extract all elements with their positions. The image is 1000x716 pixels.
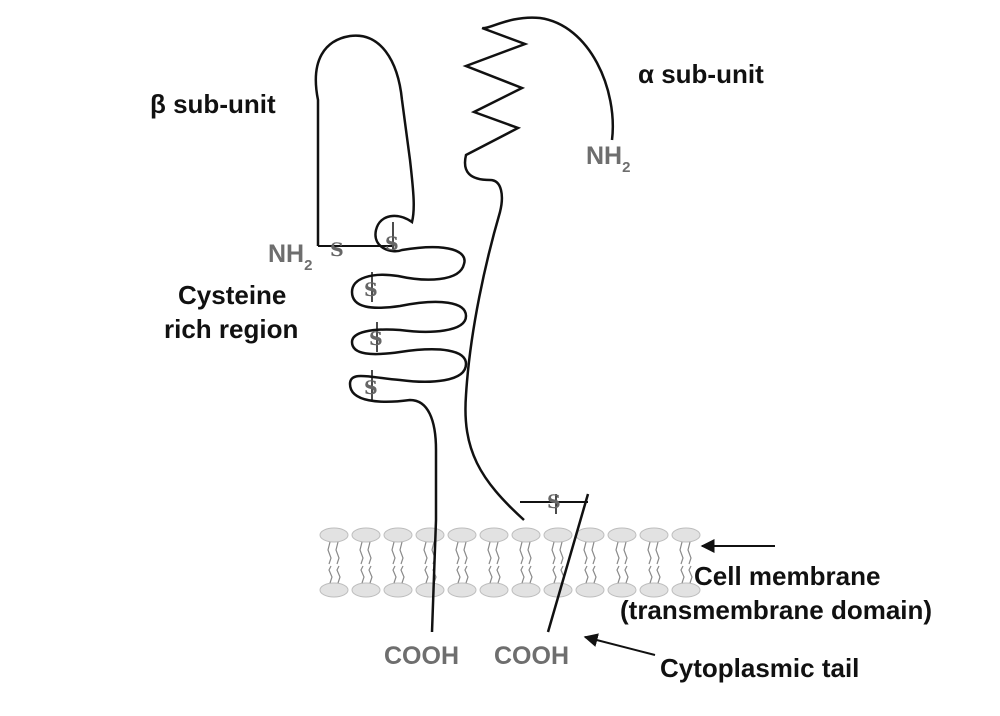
disulfide-s-6: S [547,491,561,513]
lipid-tail [615,541,620,565]
cell-membrane-label-line2: (transmembrane domain) [620,595,933,625]
lipid-head-top [479,527,509,543]
lipid-head-bottom [319,582,349,598]
lipid-tail [519,541,524,565]
lipid-head-bottom [351,582,381,598]
lipid-head-top [511,527,541,543]
lipid-head-top [447,527,477,543]
lipid-tail [528,565,533,584]
lipid-tail [559,541,564,565]
lipid-head-bottom [671,582,701,598]
lipid-head-bottom [511,582,541,598]
lipid-tail [336,565,341,584]
lipid-head-top [671,527,701,543]
lipid-tail [648,565,653,584]
disulfide-dashes [371,222,557,514]
lipid-head-top [543,527,573,543]
disulfide-s-1: S [330,239,344,261]
lipid-tail [655,541,660,565]
alpha-cooh-label: COOH [494,642,569,670]
lipid-tail [495,541,500,565]
cell-membrane-label-line1: Cell membrane [694,561,881,591]
tail-arrow [583,633,656,656]
cysteine-label-line1: Cysteine [178,280,287,310]
lipid-head-top [415,527,445,543]
lipid-head-top [607,527,637,543]
lipid-tail [399,541,404,565]
beta-nh2-label: NH2 [268,240,312,274]
lipid-tail [359,541,364,565]
lipid-tail [496,565,501,584]
disulfide-s-5: S [364,377,378,399]
lipid-tail [679,541,684,565]
lipid-head-bottom [639,582,669,598]
lipid-tail [520,565,525,584]
disulfide-s-4: S [369,328,383,350]
lipid-tail [680,565,685,584]
alpha-nh2-label: NH2 [586,142,630,176]
lipid-tail [551,541,556,565]
lipid-tail [392,565,397,584]
lipid-tail [335,541,340,565]
lipid-head-bottom [415,582,445,598]
lipid-tail [368,565,373,584]
beta-subunit-strand [314,34,468,633]
beta-subunit-label: β sub-unit [150,89,276,119]
lipid-tail [487,541,492,565]
lipid-head-top [575,527,605,543]
lipid-head-top [383,527,413,543]
lipid-tail [423,541,428,565]
lipid-head-top [351,527,381,543]
lipid-head-bottom [575,582,605,598]
lipid-tail [647,541,652,565]
lipid-tail [583,541,588,565]
lipid-tail [591,541,596,565]
alpha-nh2-subscript: 2 [622,159,631,176]
lipid-tail [464,565,469,584]
lipid-tail [624,565,629,584]
lipid-tail [400,565,405,584]
lipid-tail [584,565,589,584]
lipid-head-bottom [447,582,477,598]
lipid-tail [488,565,493,584]
cysteine-label-line2: rich region [164,314,299,344]
lipid-head-bottom [383,582,413,598]
lipid-tail [455,541,460,565]
lipid-tail [623,541,628,565]
disulfide-s-3: S [364,279,378,301]
lipid-tail [592,565,597,584]
lipid-head-top [639,527,669,543]
disulfide-s-2: S [385,233,399,255]
lipid-head-bottom [607,582,637,598]
lipid-bilayer [319,527,701,598]
alpha-subunit-label: α sub-unit [638,59,764,89]
lipid-tail [456,565,461,584]
lipid-tail [527,541,532,565]
alpha-subunit-strand [462,16,615,521]
lipid-tail [688,565,693,584]
beta-nh2-text: NH [268,240,305,268]
alpha-membrane-strand [546,493,590,633]
alpha-nh2-text: NH [586,142,623,170]
lipid-tail [687,541,692,565]
beta-cooh-label: COOH [384,642,459,670]
beta-nh2-subscript: 2 [304,257,313,274]
lipid-tail [328,565,333,584]
lipid-tail [391,541,396,565]
lipid-tail [360,565,365,584]
lipid-tail [552,565,557,584]
lipid-tail [424,565,429,584]
cytoplasmic-tail-label: Cytoplasmic tail [660,653,860,683]
lipid-head-top [319,527,349,543]
lipid-head-bottom [479,582,509,598]
lipid-tail [656,565,661,584]
lipid-tail [367,541,372,565]
lipid-tail [616,565,621,584]
lipid-tail [463,541,468,565]
lipid-tail [327,541,332,565]
